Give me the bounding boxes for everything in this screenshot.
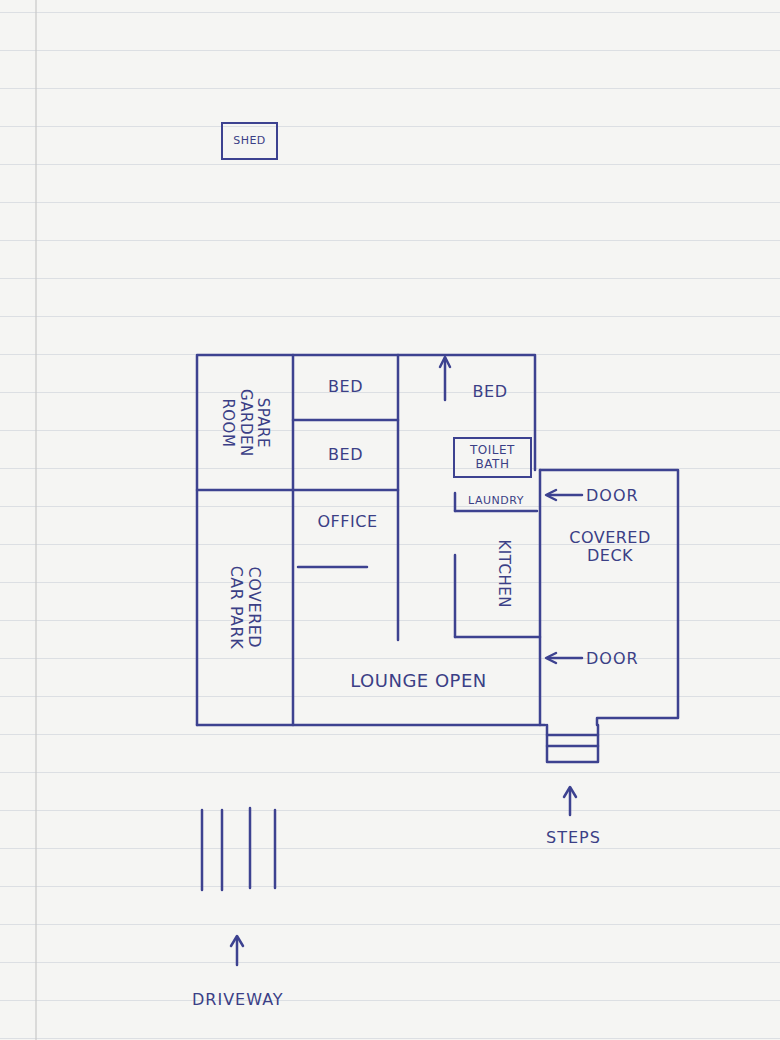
steps-label: STEPS: [546, 828, 601, 847]
outer-wall: [197, 724, 545, 727]
laundry-area: LAUNDRY: [457, 492, 535, 510]
room-name: SPARE GARDEN ROOM: [219, 383, 271, 463]
inner-wall: [298, 566, 367, 569]
steps: [547, 725, 598, 762]
room-name: OFFICE: [318, 513, 378, 531]
hall-arrow: [444, 358, 447, 400]
door-arrow-head: [546, 490, 556, 500]
room-name: COVERED CAR PARK: [227, 553, 264, 663]
door-arrow-head: [546, 653, 556, 663]
room-area: LOUNGE OPEN: [300, 645, 537, 717]
room-name: LOUNGE OPEN: [350, 671, 487, 692]
inner-wall: [397, 355, 400, 640]
shed-box: SHED: [221, 122, 278, 160]
door-label: DOOR: [586, 649, 639, 668]
room-area: BED: [447, 357, 533, 427]
inner-wall: [293, 489, 398, 492]
deck-area: COVERED DECK: [545, 492, 675, 602]
step-tread: [547, 745, 598, 748]
room-name: LAUNDRY: [468, 495, 524, 508]
margin-line: [35, 0, 36, 1040]
door-label: DOOR: [586, 486, 639, 505]
inner-wall: [292, 355, 295, 725]
room-name: SHED: [233, 135, 266, 148]
driveway-line: [201, 810, 204, 890]
steps-arrow: [569, 788, 572, 815]
kitchen-wall: [454, 555, 457, 637]
laundry-wall: [454, 493, 457, 511]
room-area: KITCHEN: [470, 515, 536, 633]
outer-wall: [539, 470, 542, 725]
outer-wall: [197, 355, 535, 725]
steps-arrow-head: [564, 787, 576, 797]
room-area: BED: [295, 422, 396, 488]
step-tread: [547, 734, 598, 737]
room-area: BED: [295, 357, 396, 418]
driveway-line: [249, 808, 252, 888]
inner-wall: [293, 419, 398, 422]
room-area: COVERED CAR PARK: [199, 492, 291, 723]
room-name: BED: [328, 378, 363, 396]
door-arrow: [548, 657, 582, 660]
room-name: TOILET BATH: [458, 444, 528, 472]
room-area: SPARE GARDEN ROOM: [199, 357, 291, 488]
driveway-line: [274, 810, 277, 888]
room-name: BED: [328, 446, 363, 464]
room-area: OFFICE: [300, 497, 395, 547]
kitchen-wall: [455, 636, 540, 639]
driveway-arrow: [236, 937, 239, 965]
inner-wall: [197, 489, 293, 492]
laundry-wall: [455, 510, 537, 513]
door-arrow: [548, 494, 582, 497]
deck-outline: [540, 470, 678, 725]
bath-box: TOILET BATH: [453, 437, 532, 478]
driveway-line: [221, 810, 224, 890]
hall-arrow-head: [440, 357, 450, 367]
room-name: KITCHEN: [494, 540, 511, 609]
room-name: COVERED DECK: [550, 529, 670, 566]
driveway-label: DRIVEWAY: [192, 990, 284, 1009]
room-name: BED: [473, 383, 508, 401]
driveway-arrow-head: [231, 936, 243, 946]
